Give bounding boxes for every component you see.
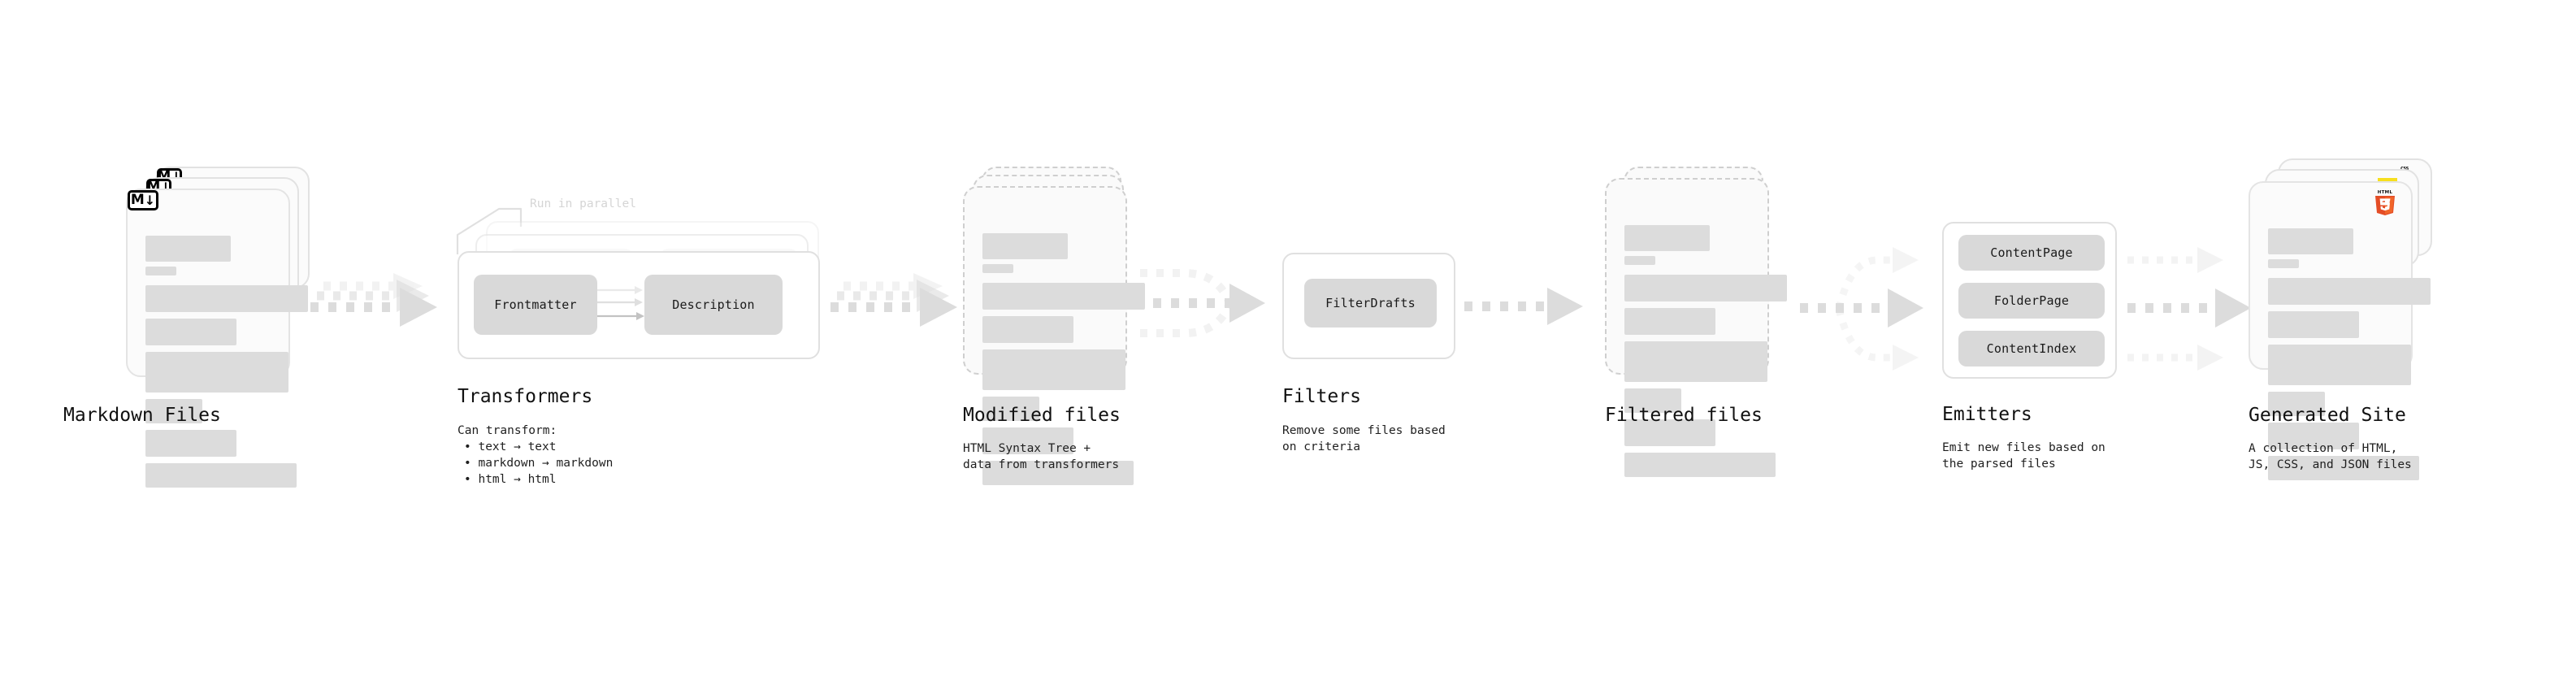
transformer-chip-frontmatter[interactable]: Frontmatter xyxy=(474,275,597,335)
doc-skeleton-line xyxy=(982,233,1068,259)
modified-files-stack xyxy=(963,167,1150,485)
doc-skeleton-line xyxy=(1624,275,1787,301)
generated-site-sub-line: JS, CSS, and JSON files xyxy=(2249,458,2412,471)
run-in-parallel-bracket xyxy=(453,197,543,254)
emitter-chip-label: ContentIndex xyxy=(1986,341,2077,356)
transformer-chip-label: Frontmatter xyxy=(494,297,577,312)
arrow-filtered-to-emitters xyxy=(1800,236,1934,378)
filters-subtitle: Remove some files based on criteria xyxy=(1282,423,1446,455)
emitter-chip-label: ContentPage xyxy=(1990,245,2073,260)
modified-card-front xyxy=(963,186,1145,485)
doc-skeleton-line xyxy=(1624,453,1776,477)
doc-skeleton-line xyxy=(145,319,236,345)
transformers-title: Transformers xyxy=(458,386,593,407)
doc-skeleton-line xyxy=(1624,388,1681,413)
filter-chip-label: FilterDrafts xyxy=(1325,296,1416,310)
doc-skeleton-line xyxy=(982,264,1013,273)
transformers-box[interactable]: Frontmatter Description xyxy=(458,251,820,359)
filters-box[interactable]: FilterDrafts xyxy=(1282,253,1455,359)
modified-card-skeleton xyxy=(982,233,1145,492)
emitters-sub-line: Emit new files based on xyxy=(1942,441,2105,454)
filtered-card-front xyxy=(1605,178,1787,477)
doc-skeleton-line xyxy=(2268,311,2359,338)
modified-files-sub-line: HTML Syntax Tree + xyxy=(963,442,1091,455)
transformers-sub-line: • html → html xyxy=(464,473,557,486)
doc-skeleton-line xyxy=(1624,225,1710,251)
markdown-badge-arrow: ↓ xyxy=(144,192,156,208)
generated-card-skeleton xyxy=(2268,228,2431,487)
doc-skeleton-line xyxy=(145,463,297,488)
filter-chip-filterdrafts[interactable]: FilterDrafts xyxy=(1304,279,1437,327)
doc-skeleton-line xyxy=(1624,256,1655,265)
modified-files-sub-line: data from transformers xyxy=(963,458,1120,471)
doc-skeleton-line xyxy=(145,352,288,393)
modified-files-title: Modified files xyxy=(963,405,1121,426)
markdown-badge-letter: M xyxy=(130,192,145,208)
doc-skeleton-line xyxy=(982,316,1073,343)
doc-skeleton-line xyxy=(1624,308,1715,335)
doc-skeleton-line xyxy=(2268,423,2359,449)
doc-skeleton-line xyxy=(2268,392,2325,416)
markdown-card-skeleton xyxy=(145,236,308,494)
doc-skeleton-line xyxy=(1624,341,1767,382)
doc-skeleton-line xyxy=(2268,228,2353,254)
emitter-chip-folderpage[interactable]: FolderPage xyxy=(1958,283,2105,319)
doc-skeleton-line xyxy=(982,397,1039,421)
transformers-sub-line: • markdown → markdown xyxy=(464,457,614,470)
arrow-filters-to-filtered xyxy=(1463,284,1593,329)
generated-site-sub-line: A collection of HTML, xyxy=(2249,442,2398,455)
modified-files-subtitle: HTML Syntax Tree + data from transformer… xyxy=(963,440,1119,473)
markdown-files-title: Markdown Files xyxy=(63,405,221,426)
emitters-sub-line: the parsed files xyxy=(1942,458,2056,471)
generated-site-stack: CSS HTML xyxy=(2249,158,2444,480)
run-in-parallel-label: Run in parallel xyxy=(530,197,636,210)
transformers-sub-line: Can transform: xyxy=(458,424,557,437)
emitters-subtitle: Emit new files based on the parsed files xyxy=(1942,440,2105,472)
generated-site-title: Generated Site xyxy=(2249,405,2406,426)
filters-sub-line: on criteria xyxy=(1282,440,1361,453)
filtered-card-skeleton xyxy=(1624,225,1787,484)
emitters-title: Emitters xyxy=(1942,404,2032,425)
doc-skeleton-line xyxy=(982,283,1145,310)
arrow-transformers-to-modified xyxy=(829,268,971,341)
doc-skeleton-line xyxy=(145,285,308,312)
generated-card-front-html: HTML xyxy=(2249,181,2431,480)
markdown-card-front: M↓ xyxy=(126,189,308,488)
filters-title: Filters xyxy=(1282,386,1361,407)
doc-skeleton-line xyxy=(145,267,176,275)
filtered-files-title: Filtered files xyxy=(1605,405,1763,426)
transformer-chip-description[interactable]: Description xyxy=(644,275,783,335)
doc-skeleton-line xyxy=(145,430,236,457)
transformers-subtitle: Can transform: • text → text • markdown … xyxy=(458,423,613,488)
emitter-chip-contentindex[interactable]: ContentIndex xyxy=(1958,331,2105,367)
doc-skeleton-line xyxy=(145,236,231,262)
filtered-files-stack xyxy=(1605,167,1792,477)
doc-skeleton-line xyxy=(982,461,1134,485)
doc-skeleton-line xyxy=(2268,456,2419,480)
filters-sub-line: Remove some files based xyxy=(1282,424,1446,437)
generated-site-subtitle: A collection of HTML, JS, CSS, and JSON … xyxy=(2249,440,2412,473)
doc-skeleton-line xyxy=(1624,419,1715,446)
transformer-chip-label: Description xyxy=(672,297,755,312)
doc-skeleton-line xyxy=(2268,278,2431,305)
arrow-emitters-to-site xyxy=(2127,236,2266,378)
emitters-box[interactable]: ContentPage FolderPage ContentIndex xyxy=(1942,222,2117,379)
arrow-modified-to-filters xyxy=(1134,258,1284,352)
emitter-chip-contentpage[interactable]: ContentPage xyxy=(1958,235,2105,271)
doc-skeleton-line xyxy=(145,399,202,423)
doc-skeleton-line xyxy=(2268,345,2411,385)
markdown-icon: M↓ xyxy=(128,190,158,210)
doc-skeleton-line xyxy=(982,349,1125,390)
svg-text:HTML: HTML xyxy=(2378,190,2393,195)
transformer-inner-arrows xyxy=(596,285,648,324)
arrow-markdown-to-transformers xyxy=(309,268,451,341)
emitter-chip-label: FolderPage xyxy=(1993,293,2070,308)
doc-skeleton-line xyxy=(2268,259,2299,268)
markdown-files-stack: M↓ M↓ M↓ xyxy=(126,167,313,488)
doc-skeleton-line xyxy=(982,427,1073,454)
html5-icon: HTML xyxy=(2373,188,2397,215)
transformers-sub-line: • text → text xyxy=(464,440,557,453)
